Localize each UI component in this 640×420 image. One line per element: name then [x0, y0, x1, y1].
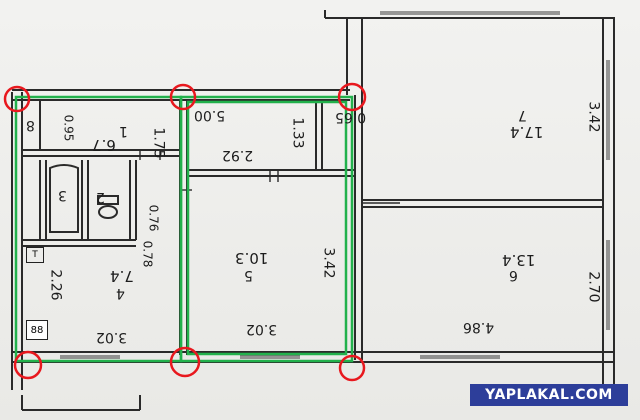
- dim-3-02-room-4: 3.02: [96, 329, 128, 345]
- room-1-area: 6.7: [92, 136, 116, 154]
- room-2-number: 2: [96, 189, 105, 205]
- doors: [139, 150, 400, 204]
- room-7-number: 7: [518, 107, 527, 123]
- dim-0-76: 0.76: [146, 204, 161, 232]
- dim-2-26: 2.26: [47, 269, 64, 301]
- dim-3-42-room-5: 3.42: [320, 247, 337, 279]
- room-5-number: 5: [244, 267, 253, 283]
- windows: [60, 11, 610, 359]
- dim-0-65: 0.65: [335, 109, 367, 125]
- corner-markers: [3, 82, 367, 382]
- room-6-number: 6: [509, 267, 518, 283]
- dim-2-70: 2.70: [585, 271, 602, 303]
- dim-3-42-room-7: 3.42: [585, 101, 602, 133]
- walls: [11, 10, 615, 411]
- dim-0-78: 0.78: [140, 240, 155, 268]
- number-88-box: 88: [26, 320, 48, 340]
- room-3-number: 3: [58, 187, 67, 203]
- dim-3-02-room-5: 3.02: [246, 321, 278, 337]
- room-8-number: 8: [26, 117, 35, 133]
- room-6-area: 13.4: [502, 251, 536, 269]
- marker-top-middle: [169, 83, 197, 111]
- t-box: T: [26, 247, 44, 263]
- dim-0-95: 0.95: [61, 114, 76, 142]
- dim-2-92: 2.92: [222, 147, 254, 163]
- dim-5-00: 5.00: [194, 107, 226, 123]
- highlight-outline: [14, 95, 354, 363]
- dim-1-33: 1.33: [289, 117, 306, 149]
- room-7-area: 17.4: [510, 123, 544, 141]
- room-1-number: 1: [119, 123, 128, 139]
- marker-bottom-right: [338, 354, 366, 382]
- marker-top-left: [3, 85, 31, 113]
- marker-top-right: [337, 82, 367, 112]
- dim-1-75: 1.75: [150, 127, 167, 159]
- marker-bottom-left: [13, 350, 43, 380]
- room-4-number: 4: [116, 285, 125, 301]
- room-5-area: 10.3: [235, 249, 269, 267]
- room-4-area: 7.4: [110, 267, 134, 285]
- watermark-label: YAPLAKAL.COM: [470, 384, 628, 406]
- marker-bottom-middle: [169, 346, 201, 378]
- dim-4-86: 4.86: [463, 319, 495, 335]
